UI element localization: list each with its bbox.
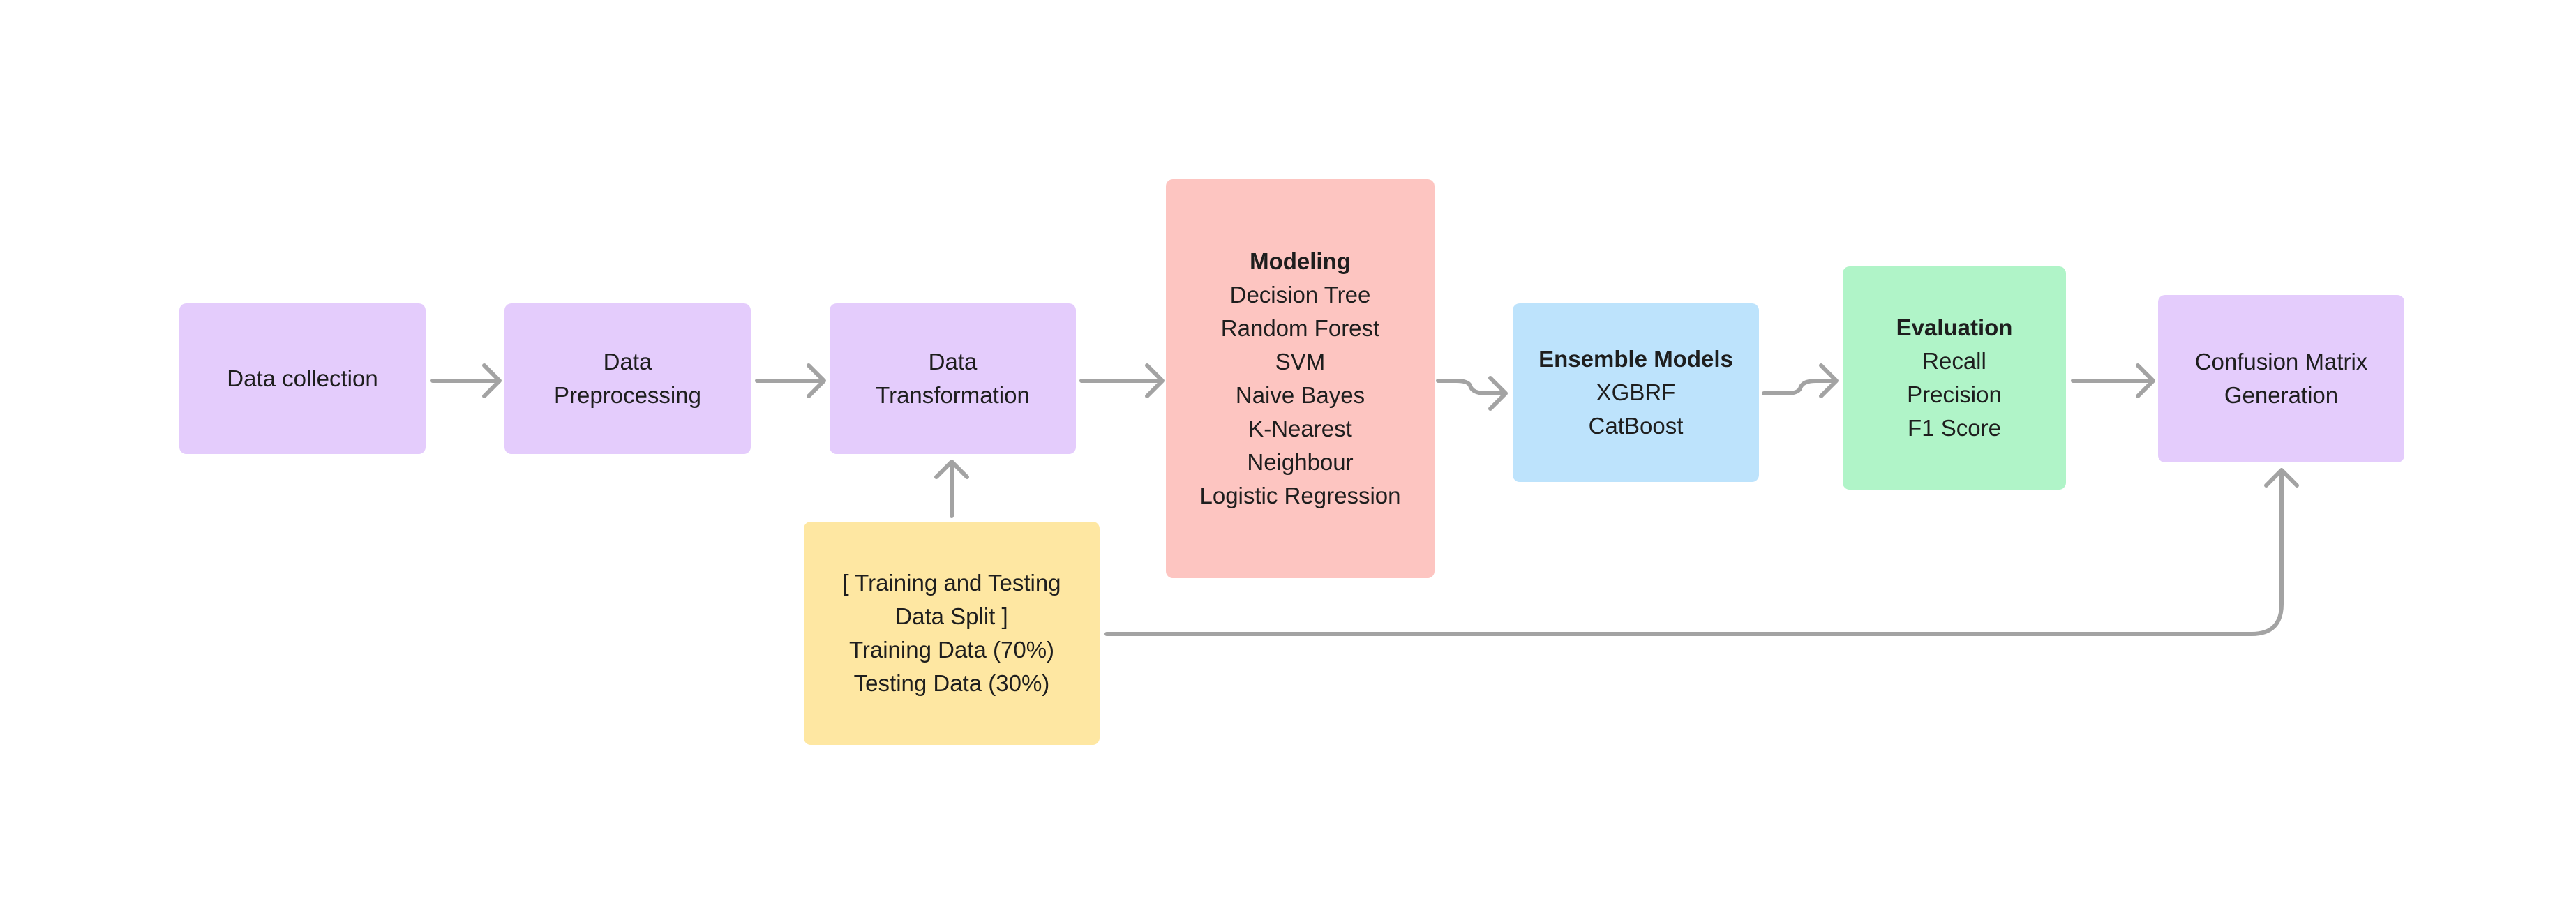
confusion-matrix-node: Confusion Matrix Generation (2158, 295, 2404, 462)
model-decision-tree: Decision Tree (1229, 282, 1371, 308)
train-test-split-heading-line-1: [ Training and Testing (842, 570, 1061, 596)
metric-f1-score: F1 Score (1908, 415, 2001, 441)
ensemble-models-title: Ensemble Models (1538, 346, 1733, 372)
ensemble-models-node: Ensemble Models XGBRF CatBoost (1513, 303, 1759, 482)
modeling-node: Modeling Decision Tree Random Forest SVM… (1166, 179, 1435, 578)
data-transformation-node: Data Transformation (830, 303, 1076, 454)
model-random-forest: Random Forest (1220, 315, 1380, 341)
evaluation-title: Evaluation (1896, 315, 2013, 340)
data-preprocessing-node: Data Preprocessing (504, 303, 751, 454)
data-preprocessing-label-line-1: Data (603, 349, 652, 375)
confusion-matrix-label-line-1: Confusion Matrix (2194, 349, 2368, 375)
arrow-collection-to-preprocessing (430, 363, 502, 398)
arrow-evaluation-to-confusion (2071, 363, 2155, 398)
train-test-split-node: [ Training and Testing Data Split ] Trai… (804, 522, 1100, 745)
model-svm: SVM (1275, 349, 1326, 375)
train-test-split-heading-line-2: Data Split ] (895, 603, 1008, 629)
model-naive-bayes: Naive Bayes (1235, 382, 1365, 408)
arrow-split-to-confusion (1104, 468, 2299, 636)
testing-data-ratio: Testing Data (30%) (853, 670, 1050, 696)
arrow-split-to-transformation (934, 460, 969, 518)
model-neighbour: Neighbour (1247, 449, 1354, 475)
evaluation-node: Evaluation Recall Precision F1 Score (1843, 266, 2066, 490)
metric-precision: Precision (1907, 381, 2002, 407)
data-transformation-label-line-1: Data (928, 349, 978, 375)
metric-recall: Recall (1922, 348, 1986, 374)
ensemble-catboost: CatBoost (1588, 413, 1684, 439)
arrow-modeling-to-ensemble (1436, 376, 1508, 411)
modeling-title: Modeling (1250, 248, 1351, 274)
confusion-matrix-label-line-2: Generation (2224, 382, 2339, 408)
arrow-preprocessing-to-transformation (755, 363, 826, 398)
data-preprocessing-label-line-2: Preprocessing (554, 382, 701, 408)
arrow-transformation-to-modeling (1079, 363, 1165, 398)
model-logistic-regression: Logistic Regression (1199, 483, 1401, 508)
data-transformation-label-line-2: Transformation (876, 382, 1030, 408)
data-collection-node: Data collection (179, 303, 426, 454)
arrow-ensemble-to-evaluation (1762, 363, 1839, 398)
model-k-nearest: K-Nearest (1248, 416, 1352, 441)
ensemble-xgbrf: XGBRF (1596, 379, 1676, 405)
data-collection-label: Data collection (227, 365, 378, 391)
training-data-ratio: Training Data (70%) (848, 637, 1055, 663)
